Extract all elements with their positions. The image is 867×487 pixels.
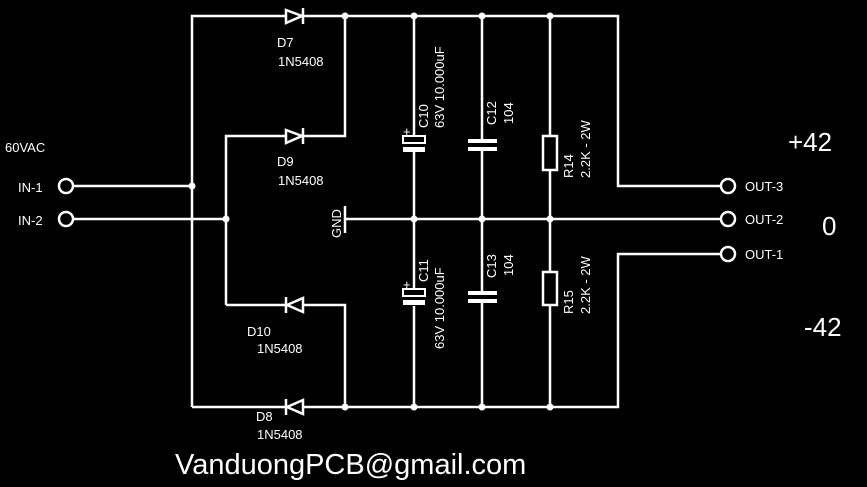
- r15-value: 2.2K - 2W: [578, 255, 593, 314]
- r15-ref: R15: [561, 290, 576, 314]
- footer-email: VanduongPCB@gmail.com: [175, 449, 526, 481]
- c13-value: 104: [501, 254, 516, 276]
- d9-ref: D9: [277, 154, 294, 169]
- r14-value: 2.2K - 2W: [578, 119, 593, 178]
- input-voltage-label: 60VAC: [5, 140, 45, 155]
- in1-label: IN-1: [18, 180, 43, 195]
- r14-ref: R14: [561, 154, 576, 178]
- out3-voltage: +42: [788, 127, 832, 157]
- wires: [73, 14, 721, 409]
- capacitor-c11: [402, 288, 426, 305]
- terminal-in2: [57, 210, 75, 228]
- out2-label: OUT-2: [745, 212, 783, 227]
- c10-ref: C10: [416, 104, 431, 128]
- d8-ref: D8: [256, 409, 273, 424]
- out3-label: OUT-3: [745, 179, 783, 194]
- terminal-in1: [57, 177, 75, 195]
- c10-plus: +: [403, 124, 411, 139]
- gnd-label: GND: [329, 209, 344, 238]
- capacitor-c12: [468, 139, 497, 151]
- c13-ref: C13: [484, 254, 499, 278]
- c11-plus: +: [403, 277, 411, 292]
- capacitor-c13: [468, 291, 497, 303]
- diode-d9: [284, 128, 306, 145]
- in2-label: IN-2: [18, 213, 43, 228]
- d7-ref: D7: [277, 35, 294, 50]
- d10-part: 1N5408: [257, 341, 303, 356]
- d9-part: 1N5408: [278, 173, 324, 188]
- c11-ref: C11: [416, 259, 431, 282]
- terminal-out3: [719, 177, 737, 195]
- d7-part: 1N5408: [278, 54, 324, 69]
- resistor-r14: [541, 134, 559, 172]
- resistor-r15: [541, 270, 559, 307]
- c12-ref: C12: [484, 101, 499, 125]
- terminal-out1: [719, 245, 737, 263]
- terminal-out2: [719, 210, 737, 228]
- d10-ref: D10: [247, 324, 271, 339]
- capacitor-c10: [402, 135, 426, 152]
- diode-d7: [284, 8, 306, 25]
- diode-d10: [283, 296, 305, 314]
- c10-value: 63V 10.000uF: [432, 46, 447, 128]
- out2-voltage: 0: [822, 211, 836, 241]
- junction-dots: [188, 12, 554, 411]
- c12-value: 104: [501, 102, 516, 124]
- out1-label: OUT-1: [745, 247, 783, 262]
- c11-value: 63V 10.000uF: [432, 267, 447, 349]
- d8-part: 1N5408: [257, 427, 303, 442]
- diode-d8: [283, 398, 305, 416]
- out1-voltage: -42: [804, 312, 842, 342]
